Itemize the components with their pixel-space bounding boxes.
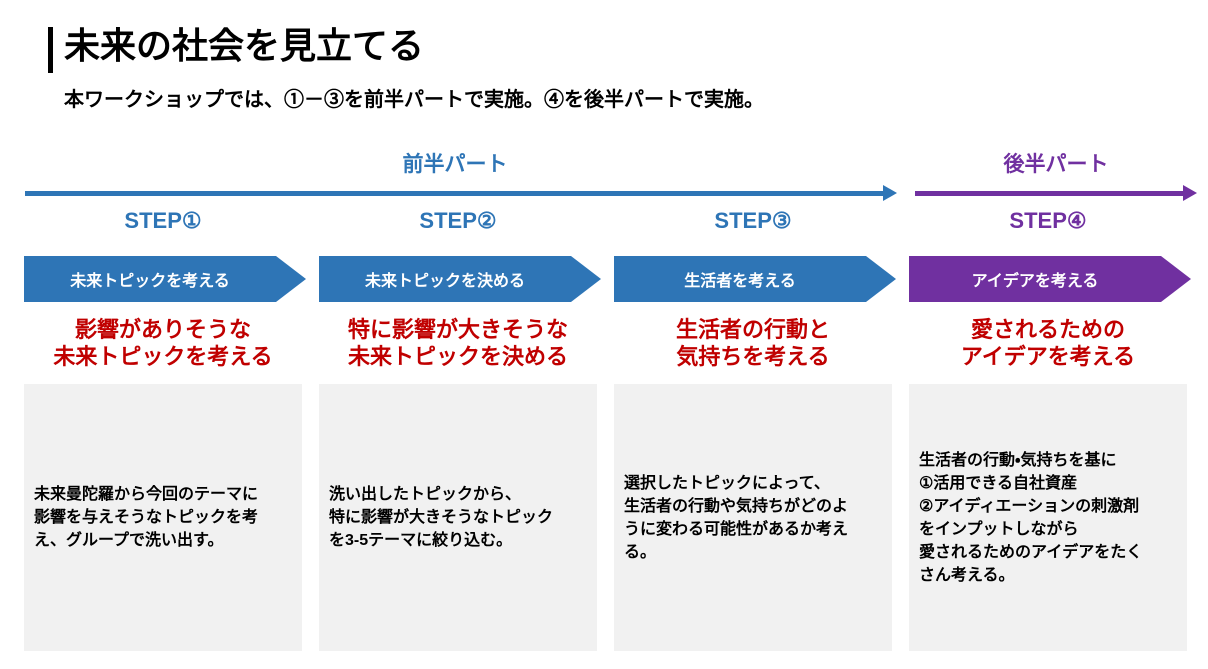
step-description-box-3: 選択したトピックによって、 生活者の行動や気持ちがどのよ うに変わる可能性がある… xyxy=(614,384,892,651)
phase-arrow-line-first-half xyxy=(25,191,883,196)
step-label-2: STEP② xyxy=(419,208,497,233)
step-heading-3: 生活者の行動と 気持ちを考える xyxy=(675,317,830,369)
step-description-text-4: 生活者の行動・気持ちを基に ①活用できる自社資産 ②アイディエーションの刺激剤 … xyxy=(919,451,1143,584)
step-banner-arrow-1: 未来トピックを考える xyxy=(24,256,306,302)
step-label-4: STEP④ xyxy=(1009,208,1087,233)
step-label-1: STEP① xyxy=(124,208,202,233)
step-description-text-3: 選択したトピックによって、 生活者の行動や気持ちがどのよ うに変わる可能性がある… xyxy=(624,474,849,561)
step-banner-arrow-2: 未来トピックを決める xyxy=(319,256,601,302)
step-column-4: STEP④ アイデアを考える 愛されるための アイデアを考える 生活者の行動・気… xyxy=(909,205,1191,651)
step-description-box-2: 洗い出したトピックから、 特に影響が大きそうなトピック を3-5テーマに絞り込む… xyxy=(319,384,597,651)
step-description-box-4: 生活者の行動・気持ちを基に ①活用できる自社資産 ②アイディエーションの刺激剤 … xyxy=(909,384,1187,651)
step-banner-label-3: 生活者を考える xyxy=(684,273,796,290)
step-heading-2: 特に影響が大きそうな 未来トピックを決める xyxy=(347,317,568,369)
step-banner-label-4: アイデアを考える xyxy=(971,273,1099,290)
step-banner-label-2: 未来トピックを決める xyxy=(364,273,525,290)
step-description-box-1: 未来曼陀羅から今回のテーマに 影響を与えそうなトピックを考 え、グループで洗い出… xyxy=(24,384,302,651)
step-banner-arrow-4: アイデアを考える xyxy=(909,256,1191,302)
title-accent-bar xyxy=(48,27,53,73)
step-heading-4: 愛されるための アイデアを考える xyxy=(960,317,1136,369)
phase-arrow-line-second-half xyxy=(915,191,1183,196)
arrow-right-icon xyxy=(1183,185,1197,201)
step-banner-arrow-3: 生活者を考える xyxy=(614,256,896,302)
arrow-right-icon xyxy=(883,185,897,201)
subtitle: 本ワークショップでは、①－③を前半パートで実施。④を後半パートで実施。 xyxy=(64,89,764,111)
step-column-1: STEP① 未来トピックを考える 影響がありそうな 未来トピックを考える 未来曼… xyxy=(24,205,306,651)
step-description-text-1: 未来曼陀羅から今回のテーマに 影響を与えそうなトピックを考 え、グループで洗い出… xyxy=(34,486,259,549)
step-heading-1: 影響がありそうな 未来トピックを考える xyxy=(53,317,273,369)
page-title: 未来の社会を見立てる xyxy=(64,25,425,66)
step-column-3: STEP③ 生活者を考える 生活者の行動と 気持ちを考える 選択したトピックによ… xyxy=(614,205,896,651)
step-description-text-2: 洗い出したトピックから、 特に影響が大きそうなトピック を3-5テーマに絞り込む… xyxy=(329,486,554,549)
phase-label-first-half: 前半パート xyxy=(402,153,508,176)
phase-label-second-half: 後半パート xyxy=(1003,153,1109,176)
step-column-2: STEP② 未来トピックを決める 特に影響が大きそうな 未来トピックを決める 洗… xyxy=(319,205,601,651)
step-banner-label-1: 未来トピックを考える xyxy=(70,273,230,290)
step-label-3: STEP③ xyxy=(714,208,792,233)
